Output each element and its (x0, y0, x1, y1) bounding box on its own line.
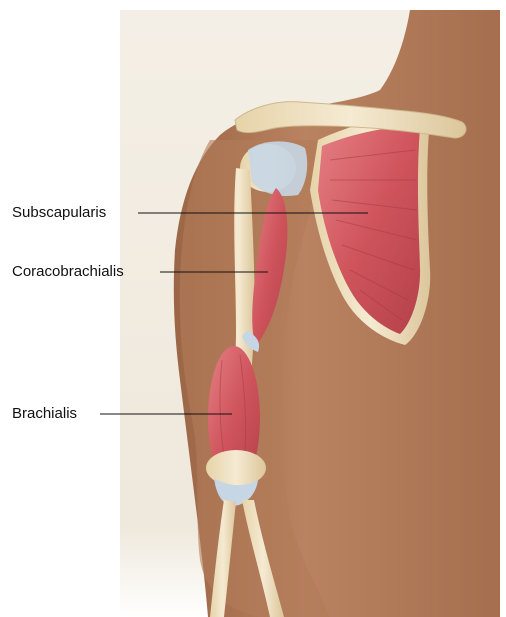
label-coracobrachialis: Coracobrachialis (12, 263, 124, 281)
label-subscapularis: Subscapularis (12, 204, 106, 222)
label-brachialis: Brachialis (12, 405, 77, 423)
